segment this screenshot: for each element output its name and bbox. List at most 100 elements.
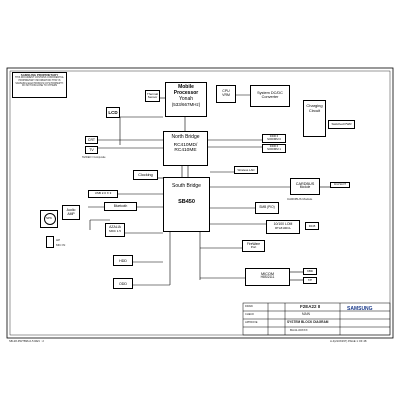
odd-block: ODD xyxy=(113,278,133,289)
north-bridge-block: North Bridge RC410MD/ RC410ME xyxy=(163,131,208,166)
cpu-vrm-l1: CPU xyxy=(222,89,230,93)
rj45-block: RJ45 xyxy=(305,222,319,230)
audio-l1: Audio xyxy=(66,208,76,212)
usb-block: USB 2.0 X 3 xyxy=(88,190,118,198)
sb-title: South Bridge xyxy=(172,183,201,189)
micom-block: MICOM H8S/2111 xyxy=(245,268,290,286)
sysdc-block: System DC/DC Converter xyxy=(250,85,290,107)
charging-l1: Charging xyxy=(306,103,323,108)
nb-title: North Bridge xyxy=(171,134,200,140)
azalia-l1: AZALIA xyxy=(109,225,121,229)
azalia-block: AZALIA MDC 1.5 xyxy=(105,223,125,237)
hdd-label: HDD xyxy=(119,258,127,263)
sysdc-l2: Converter xyxy=(261,95,279,100)
mic-label: MIC IN xyxy=(56,243,66,247)
bluetooth-block: Bluetooth xyxy=(104,202,137,211)
title-block xyxy=(242,302,391,336)
tb-project: F2EA22 II xyxy=(300,304,321,309)
south-bridge-block: South Bridge SB450 xyxy=(163,177,210,232)
ddr-sodimm1-block: DDR II SODIMM 1 xyxy=(262,144,286,153)
cpu-vrm-block: CPU VRM xyxy=(216,85,236,103)
nb-l2: RC410ME xyxy=(174,148,197,154)
cpu-title: Mobile Processor xyxy=(173,84,199,96)
tb-check: CHECK xyxy=(245,313,255,316)
notice-line2: THIS DOCUMENT CONTAINS CONFIDENTIAL xyxy=(15,77,64,80)
lan-block: 10/100 LOM RTL8100CL xyxy=(266,220,300,234)
thermal-block: Thermal Sensor xyxy=(145,90,160,102)
smb-label: SMB (PIO) xyxy=(259,205,275,209)
ddr1-l1: DDR II xyxy=(269,144,279,148)
lan-l2: RTL8100CL xyxy=(274,225,292,230)
lan-l1: 10/100 LOM xyxy=(273,222,293,226)
speaker-icon xyxy=(44,213,56,225)
proprietary-notice: SAMSUNG PROPRIETARY THIS DOCUMENT CONTAI… xyxy=(12,72,67,98)
hp-label: HP xyxy=(56,238,61,242)
azalia-l2: MDC 1.5 xyxy=(109,228,121,233)
hdd-block: HDD xyxy=(113,255,133,266)
cpu-freq: (533/667MHz) xyxy=(171,102,201,108)
ddr-sodimm0-block: DDR II SODIMM 0 xyxy=(262,134,286,143)
tb-doc-no: BA41-00XXX xyxy=(290,328,308,332)
card-reader-block: 4in1 SLOT xyxy=(330,182,350,188)
lcd-block: LCD xyxy=(106,107,120,118)
odd-label: ODD xyxy=(119,281,127,286)
notice-line4: SAMSUNG ELECTRONICS CO'S PROPERTY. xyxy=(15,82,64,85)
nb-l1: RC410MD/ xyxy=(173,142,198,148)
charging-l2: Circuit xyxy=(308,107,321,113)
bluetooth-label: Bluetooth xyxy=(113,203,128,208)
wlan-block: Wireless LAN xyxy=(234,166,258,174)
thermal-l2: Sensor xyxy=(147,95,158,100)
tb-company: SAMSUNG xyxy=(347,306,373,312)
audio-l2: AMP xyxy=(67,211,75,216)
switched-pwr-block: Switched PWR xyxy=(328,120,355,129)
rj45-label: RJ45 xyxy=(308,223,316,228)
cpu-vrm-l2: VRM xyxy=(222,93,230,98)
jack-icon xyxy=(46,236,54,248)
tp-label: T/P xyxy=(307,278,313,282)
micom-l1: MICOM xyxy=(260,272,275,276)
switched-label: Switched PWR xyxy=(331,121,352,126)
inner-frame xyxy=(9,70,391,336)
sb-name: SB450 xyxy=(178,198,195,205)
cpu-name: Yonah xyxy=(179,95,193,102)
cardbus-l2: Module xyxy=(299,185,311,190)
crt-label: CRT xyxy=(87,138,96,142)
ddr0-l2: SODIMM 0 xyxy=(267,137,281,142)
reader-label: 4in1 SLOT xyxy=(334,182,346,186)
tb-sheet-title: SYSTEM BLOCK DIAGRAM xyxy=(287,320,329,324)
outer-frame xyxy=(6,67,394,339)
firewire-l2: Port xyxy=(250,245,257,250)
connection-lines xyxy=(88,94,330,286)
cardbus-block: CARDBUS Module xyxy=(290,178,320,195)
cardbus-l1: CARDBUS xyxy=(295,182,315,186)
kbd-block: KBD xyxy=(303,268,317,275)
firewire-l1: FireWare xyxy=(247,241,260,246)
tb-draw: DRAW xyxy=(245,305,253,308)
firewire-block: FireWare Port xyxy=(242,240,265,252)
tv-note: SVIDEO / Composite xyxy=(82,156,106,159)
cardbus-note: CARDBUS Module xyxy=(287,197,313,201)
notice-line1: SAMSUNG PROPRIETARY xyxy=(20,73,59,77)
micom-l2: H8S/2111 xyxy=(260,275,275,280)
audio-amp-block: Audio AMP xyxy=(62,205,80,220)
usb-label: USB 2.0 X 3 xyxy=(94,191,112,195)
tb-approve: APPROVE xyxy=(245,321,258,324)
clocking-block: Clocking xyxy=(133,170,158,180)
tv-label: TV xyxy=(89,148,94,152)
kbd-label: KBD xyxy=(307,269,313,273)
charging-block: Charging Circuit xyxy=(303,100,326,137)
clocking-label: Clocking xyxy=(138,172,153,177)
crt-block: CRT xyxy=(85,136,98,144)
ddr0-l1: DDR II xyxy=(269,134,279,138)
smb-block: SMB (PIO) xyxy=(255,202,279,214)
footer-left: SB-28-PR/7896-0-5 REV : 2 xyxy=(9,339,44,343)
lcd-label: LCD xyxy=(108,109,118,115)
tv-block: TV xyxy=(85,146,98,154)
sysdc-l1: System DC/DC xyxy=(257,91,283,95)
thermal-l1: Thermal xyxy=(146,92,158,96)
cpu-block: Mobile Processor Yonah (533/667MHz) xyxy=(165,82,207,117)
tb-board: MAIN xyxy=(302,312,310,316)
footer-right: A.4(210X297) PAGE 1 OF 48 xyxy=(330,339,367,343)
ddr1-l2: SODIMM 1 xyxy=(267,147,281,152)
